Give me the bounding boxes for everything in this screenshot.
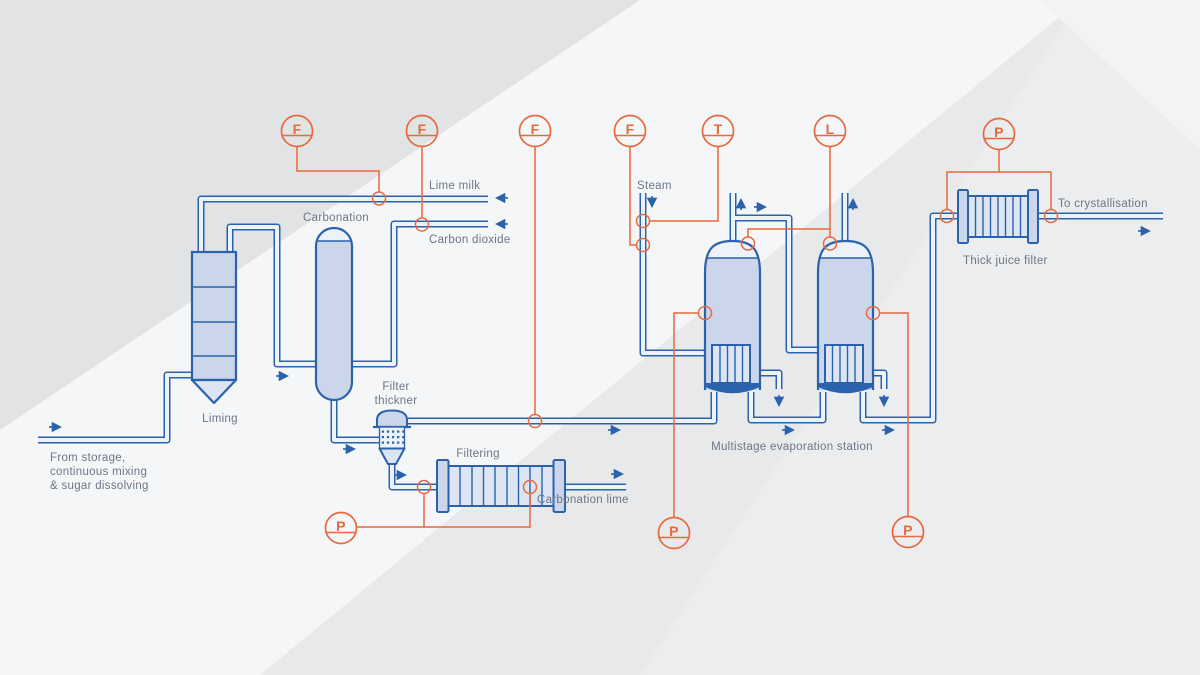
instrumentation: F F F F T L P P [280,114,1059,550]
label-lime-milk: Lime milk [429,180,480,192]
label-filter-thickener-line1: Filter [382,381,409,393]
sensor-tap [939,208,955,224]
filter-plates [974,196,1022,237]
sensor-tap [371,191,387,206]
sensor-tap [1043,208,1059,224]
thick-juice-filter [957,189,1039,244]
instrument-pressure-evaporator-2: P [891,515,925,549]
lead-pressure-thick-juice-filter [946,150,1052,209]
thickener-screen-dots [381,430,405,444]
lead-flow-steam [629,146,636,246]
instrument-letter: P [994,124,1004,140]
flow-arrows [49,192,1152,481]
label-liming: Liming [202,413,238,425]
instrument-level-evaporators: L [813,114,847,148]
background-facet [0,0,1080,675]
evaporator-1-bottom [704,383,761,394]
carbonation-column [314,226,354,402]
thickener-funnel [378,447,406,465]
instrument-flow-carbon-dioxide: F [405,114,439,148]
label-carbonation-lime: Carbonation lime [537,494,629,506]
label-carbonation: Carbonation [303,212,369,224]
sensor-tap [740,236,756,251]
evaporator-1-calandria [711,344,751,384]
label-filter-thickener-line2: thickner [375,395,418,407]
background-facet [1040,0,1200,150]
instrument-flow-clear-juice: F [518,114,552,148]
instrument-letter: P [903,522,913,538]
sensor-tap [865,305,881,321]
label-thick-juice-filter: Thick juice filter [963,255,1048,267]
sensor-tap [416,479,432,495]
evaporator-2-bottom [817,383,874,394]
lead-pressure-evaporator-1 [673,312,698,518]
filter-thickener [373,409,411,465]
label-multistage-evaporation: Multistage evaporation station [711,441,873,453]
label-from-storage-line1: From storage, [50,452,125,464]
instrument-pressure-evaporator-1: P [657,516,691,550]
evaporator-2-calandria [824,344,864,384]
instrument-pressure-thick-juice-filter: P [982,117,1016,151]
sensor-tap [697,305,713,321]
instrument-letter: F [418,121,427,137]
sensor-tap [527,413,543,429]
sensor-tap [635,237,651,253]
sensor-tap [635,213,651,229]
lead-temperature-steam [650,146,719,222]
instrument-letter: P [336,518,346,534]
liming-funnel [190,378,238,405]
instrument-letter: F [626,121,635,137]
instrument-temperature-steam: T [701,114,735,148]
filter-plates [459,466,543,506]
lead-pressure-evaporator-2 [879,312,909,517]
label-from-storage-line3: & sugar dissolving [50,480,149,492]
instrument-letter: P [669,523,679,539]
instrument-letter: F [293,121,302,137]
liming-vessel [190,250,238,405]
label-from-storage-line2: continuous mixing [50,466,147,478]
instrument-flow-lime-milk: F [280,114,314,148]
instrument-letter: F [531,121,540,137]
evaporator-1 [703,239,762,394]
sensor-tap [522,479,538,495]
filtering-unit [436,459,566,513]
label-filtering: Filtering [456,448,500,460]
thickener-dome [376,409,408,428]
instrument-pressure-filtering: P [324,511,358,545]
lead-flow-lime-milk [296,146,380,192]
instrument-letter: L [826,121,835,137]
label-to-crystallisation: To crystallisation [1058,198,1148,210]
lead-level-evaporators [747,146,831,237]
lead-pressure-filtering [356,494,531,528]
sensor-tap [414,217,430,232]
instrument-letter: T [714,121,723,137]
labels: Lime milk Carbonation Carbon dioxide Ste… [50,180,1148,506]
instrument-flow-steam: F [613,114,647,148]
label-carbon-dioxide: Carbon dioxide [429,234,511,246]
label-steam: Steam [637,180,672,192]
background-facet [640,0,1200,675]
evaporator-2 [816,239,875,394]
sensor-tap [822,236,838,251]
